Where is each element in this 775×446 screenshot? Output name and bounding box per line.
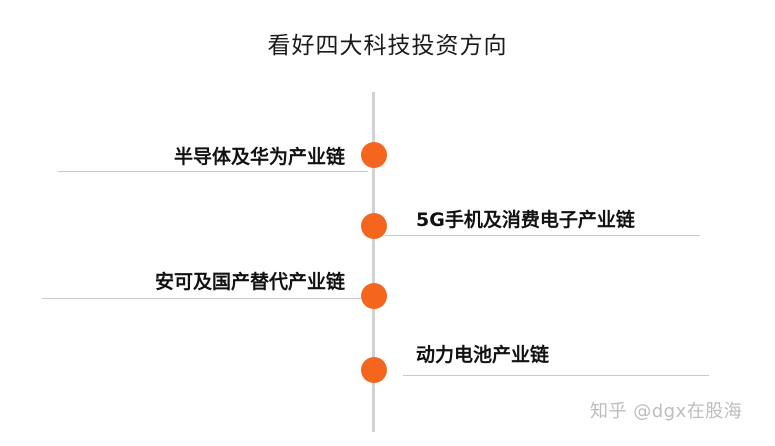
item-1-underline (58, 171, 368, 172)
item-2-dot (361, 213, 387, 239)
diagram-title: 看好四大科技投资方向 (267, 33, 508, 59)
item-3-label: 安可及国产替代产业链 (154, 271, 345, 293)
item-2-label: 5G手机及消费电子产业链 (416, 209, 635, 231)
item-4-dot (361, 357, 387, 383)
timeline-axis (372, 92, 375, 432)
item-4-underline (403, 375, 709, 376)
item-3-dot (361, 283, 387, 309)
item-2-underline (385, 235, 700, 236)
item-4-label: 动力电池产业链 (416, 344, 550, 366)
watermark: 知乎 @dgx在股海 (590, 401, 743, 422)
item-1-label: 半导体及华为产业链 (173, 146, 345, 168)
item-1-dot (361, 142, 387, 168)
item-3-underline (42, 298, 368, 299)
